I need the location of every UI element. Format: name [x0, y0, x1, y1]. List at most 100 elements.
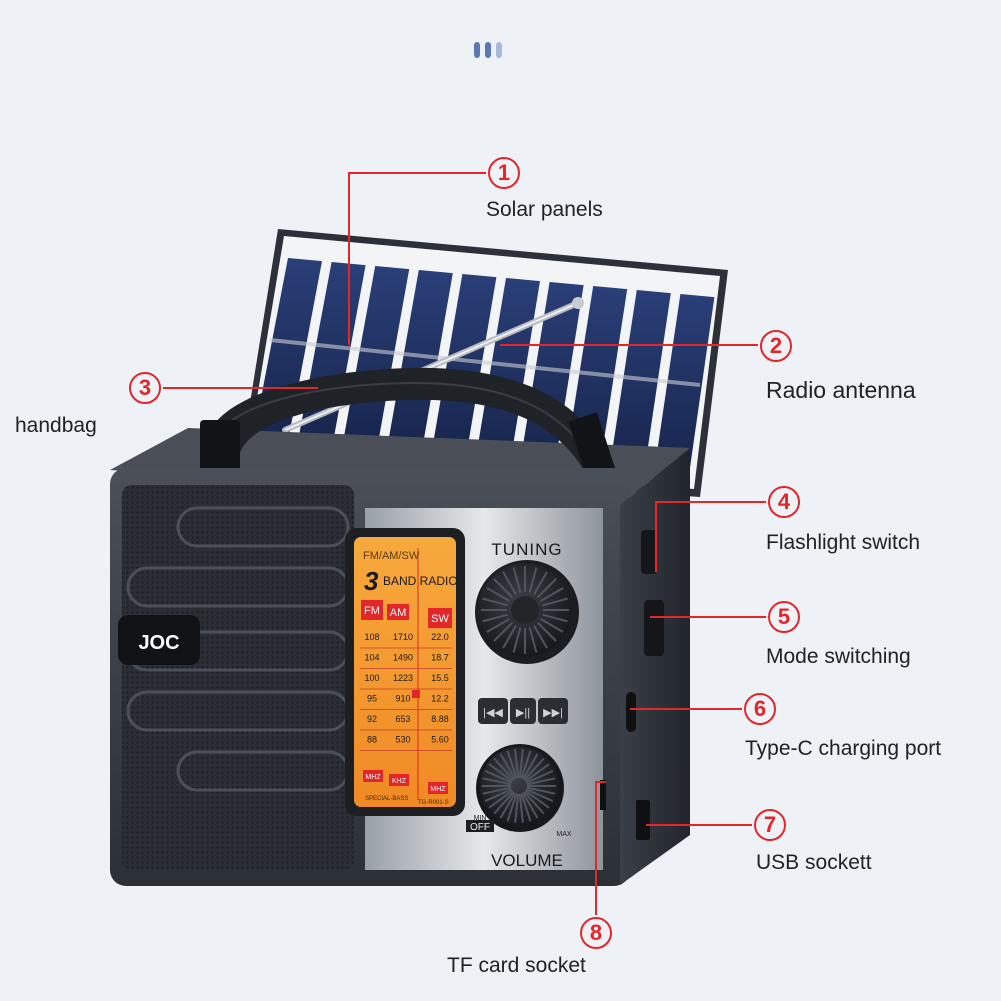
- knob-ridge: [502, 625, 517, 649]
- knob-ridge: [525, 770, 554, 784]
- knob-ridge: [520, 750, 532, 779]
- scale-value: 15.5: [431, 673, 449, 683]
- vol-max-label: MAX: [556, 831, 572, 838]
- brand-plate: [118, 615, 200, 665]
- knob-ridge: [537, 622, 557, 642]
- callout-label-solar-panels: Solar panels: [486, 198, 603, 221]
- knob-ridge: [524, 763, 550, 783]
- callout-badge-2: 2: [760, 330, 792, 362]
- play-pause-button: [510, 698, 536, 724]
- knob-ridge: [533, 571, 548, 595]
- knob-ridge: [499, 792, 516, 819]
- scale-value: 88: [367, 735, 377, 745]
- knob-ridge: [528, 627, 538, 653]
- knob-ridge: [522, 792, 539, 819]
- svg-text:|◀◀: |◀◀: [483, 707, 503, 719]
- callout-badge-5: 5: [768, 601, 800, 633]
- callout-badge-1: 1: [488, 157, 520, 189]
- vol-min-label: MIN: [474, 815, 487, 822]
- knob-ridge: [523, 791, 545, 815]
- volume-label: VOLUME: [491, 851, 563, 870]
- knob-ridge: [482, 613, 508, 623]
- knob-ridge: [526, 777, 556, 786]
- solar-cell: [340, 266, 410, 459]
- knob-ridge: [525, 788, 554, 802]
- scale-value: 104: [364, 653, 379, 663]
- scale-value: 95: [367, 694, 377, 704]
- knob-ridge: [482, 597, 508, 607]
- knob-ridge: [542, 597, 568, 607]
- callout-label-type-c-charging-port: Type-C charging port: [745, 737, 942, 760]
- knob-ridge: [518, 793, 524, 823]
- knob-ridge: [524, 789, 550, 809]
- playback-buttons: |◀◀ ▶|| ▶▶|: [478, 698, 568, 724]
- band-sw: SW: [431, 613, 449, 625]
- knob-ridge: [533, 625, 548, 649]
- knob-ridge: [486, 587, 510, 602]
- scale-value: 8.88: [431, 714, 449, 724]
- usb-port: [636, 800, 650, 840]
- flashlight-switch: [641, 530, 657, 574]
- scale-value: 653: [395, 714, 410, 724]
- brand-logo: JOC: [138, 632, 179, 654]
- scale-value: 530: [395, 735, 410, 745]
- dial-footer-right: TG-R001-S: [418, 800, 449, 806]
- knob-ridge: [540, 618, 564, 633]
- knob-ridge: [514, 793, 520, 823]
- dial-big-number: 3: [364, 566, 379, 596]
- solar-cell: [608, 290, 671, 478]
- knob-ridge: [518, 749, 524, 779]
- scale-value: 92: [367, 714, 377, 724]
- knob-ridge: [506, 750, 518, 779]
- tuning-label: TUNING: [491, 540, 562, 559]
- mode-switch: [644, 600, 664, 656]
- callout-label-handbag: handbag: [15, 414, 97, 437]
- knob-ridge: [484, 788, 513, 802]
- unit-tags: MHZ KHZ MHZ: [363, 770, 448, 794]
- knob-ridge: [514, 749, 520, 779]
- solar-cell: [653, 294, 715, 481]
- knob-ridge: [493, 757, 515, 781]
- knob-ridge: [523, 757, 545, 781]
- knob-ridge: [484, 770, 513, 784]
- antenna: [282, 297, 584, 433]
- knob-ridge: [512, 627, 522, 653]
- header-dots: [474, 42, 502, 58]
- knob-ridge: [522, 753, 539, 780]
- callout-badge-7: 7: [754, 809, 786, 841]
- knob-ridge: [542, 613, 568, 623]
- scale-value: 12.2: [431, 694, 449, 704]
- callout-label-tf-card-socket: TF card socket: [447, 954, 586, 977]
- speaker-grille: [122, 485, 354, 870]
- scale-value: 22.0: [431, 632, 449, 642]
- knob-ridge: [499, 753, 516, 780]
- type-c-port: [626, 692, 636, 732]
- next-button: [538, 698, 568, 724]
- knob-ridge: [528, 567, 538, 593]
- knob-ridge: [493, 578, 513, 598]
- solar-cell: [385, 270, 453, 462]
- radio-side: [620, 448, 690, 885]
- unit-am: KHZ: [392, 778, 407, 785]
- knob-ridge: [493, 791, 515, 815]
- svg-text:▶▶|: ▶▶|: [543, 707, 563, 719]
- dial-footer-left: SPECIAL-BASS: [365, 796, 408, 802]
- callout-badge-4: 4: [768, 486, 800, 518]
- scale-value: 5.60: [431, 735, 449, 745]
- scale-value: 1710: [393, 632, 413, 642]
- knob-ridge: [520, 793, 532, 822]
- callout-badge-8: 8: [580, 917, 612, 949]
- svg-text:▶||: ▶||: [516, 707, 530, 719]
- tuning-knob: [475, 560, 579, 664]
- volume-knob: [476, 744, 564, 832]
- scale-value: 100: [364, 673, 379, 683]
- previous-button: [478, 698, 508, 724]
- knob-ridge: [482, 777, 512, 786]
- knob-ridge: [540, 587, 564, 602]
- callout-label-radio-antenna: Radio antenna: [766, 377, 916, 403]
- callout-label-mode-switching: Mode switching: [766, 645, 911, 668]
- callout-label-usb-socket: USB sockett: [756, 851, 872, 874]
- dial-band-text: BAND RADIO: [383, 574, 458, 588]
